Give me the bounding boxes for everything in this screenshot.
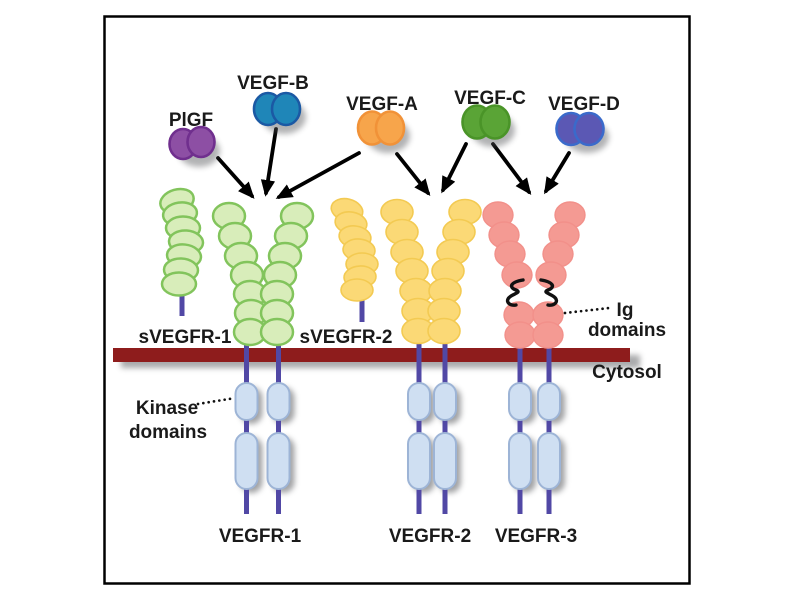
kinase-domain-upper <box>266 382 291 421</box>
arrow-vegfb-to-vegfr1 <box>260 127 278 197</box>
arrow-vegfc-to-vegfr2 <box>441 142 468 194</box>
disulfide-squiggle-icon <box>505 278 525 307</box>
ig-domains-label-line1: Ig <box>617 300 634 321</box>
ligand-vegf-a <box>356 110 410 153</box>
ig-domain-oval <box>504 321 536 349</box>
vegfr1-left-chain <box>211 201 269 347</box>
ligand-plgf <box>168 125 220 167</box>
cytosol-label: Cytosol <box>592 362 662 383</box>
kinase-domain-upper <box>234 382 259 421</box>
ig-domains-label-line2: domains <box>588 320 666 341</box>
kinase-domain-layer <box>234 382 561 490</box>
vegf-b-label: VEGF-B <box>237 73 309 94</box>
ig-domain-oval <box>427 317 461 345</box>
ligand-monomer <box>186 125 216 159</box>
svegfr2-chain <box>330 197 379 302</box>
kinase-domains-label-line2: domains <box>129 422 207 443</box>
vegfr1-right-chain <box>259 201 315 347</box>
kinase-domain-lower <box>508 432 532 490</box>
vegfr2-label: VEGFR-2 <box>389 526 471 547</box>
ligand-vegf-d <box>555 111 609 153</box>
kinase-domain-lower <box>234 432 259 490</box>
arrow-vegfa-to-vegfr1 <box>275 151 361 199</box>
ig-domain-oval <box>160 271 198 297</box>
ligand-monomer <box>479 104 511 140</box>
ligand-monomer <box>374 110 406 146</box>
kinase-dotted-leader <box>196 396 237 406</box>
ig-dotted-leader <box>563 306 611 315</box>
vegfr3-label: VEGFR-3 <box>495 526 577 547</box>
kinase-domain-lower <box>433 432 457 490</box>
cell-membrane-bar <box>113 348 630 362</box>
ligand-monomer <box>270 91 302 127</box>
kinase-domains-label-line1: Kinase <box>136 398 198 419</box>
kinase-domain-lower <box>266 432 291 490</box>
ig-domain-oval <box>532 321 564 349</box>
svegfr1-label: sVEGFR-1 <box>139 327 232 348</box>
kinase-domain-upper <box>407 382 431 421</box>
arrow-vegfa-to-vegfr2 <box>395 152 431 196</box>
vegf-c-label: VEGF-C <box>454 88 526 109</box>
ligand-monomer <box>573 111 605 147</box>
ligand-vegf-b <box>252 91 306 134</box>
ig-domain-oval <box>501 261 533 289</box>
vegfr3-right-chain <box>532 201 586 349</box>
ligand-vegf-c <box>461 104 515 147</box>
svegfr1-chain <box>159 187 205 297</box>
arrow-vegfc-to-vegfr3 <box>491 142 532 196</box>
arrow-vegfd-to-vegfr3 <box>544 151 571 195</box>
svegfr2-label: sVEGFR-2 <box>300 327 393 348</box>
kinase-domain-lower <box>537 432 561 490</box>
kinase-domain-upper <box>508 382 532 421</box>
ig-domain-oval <box>340 278 374 302</box>
figure-frame <box>103 15 691 585</box>
kinase-domain-lower <box>407 432 431 490</box>
ig-domain-oval <box>259 317 295 347</box>
disulfide-squiggle-icon <box>539 278 559 307</box>
vegfr2-left-chain <box>380 198 435 345</box>
plgf-label: PlGF <box>169 110 213 131</box>
vegfr1-label: VEGFR-1 <box>219 526 302 547</box>
kinase-domain-upper <box>537 382 561 421</box>
arrow-plgf-to-vegfr1 <box>216 156 255 199</box>
vegfr2-right-chain <box>427 198 482 345</box>
vegf-d-label: VEGF-D <box>548 94 620 115</box>
vegf-a-label: VEGF-A <box>346 94 418 115</box>
kinase-domain-upper <box>433 382 457 421</box>
